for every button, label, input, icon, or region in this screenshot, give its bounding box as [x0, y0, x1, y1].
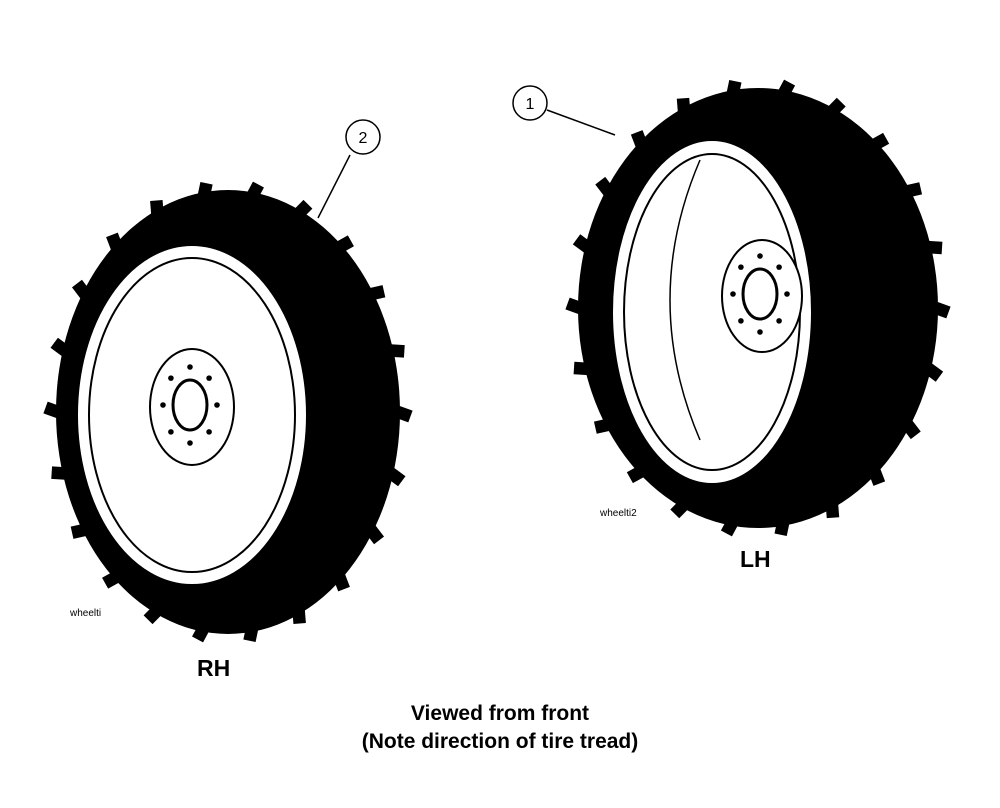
lug-bolt — [776, 264, 782, 270]
lug-bolt — [776, 318, 782, 324]
rh-lug-bolts — [160, 364, 220, 446]
lug-bolt — [738, 264, 744, 270]
caption-line-1: Viewed from front — [410, 702, 590, 725]
lug-bolt — [160, 402, 166, 408]
lug-bolt — [784, 291, 790, 297]
lug-bolt — [187, 364, 193, 370]
lh-file-tag: wheelti2 — [600, 508, 637, 519]
callout-2: 2 — [317, 119, 381, 219]
lh-wheel — [563, 77, 953, 539]
caption: Viewed from front (Note direction of tir… — [0, 700, 1000, 756]
lug-bolt — [206, 429, 212, 435]
lug-bolt — [168, 429, 174, 435]
rh-wheel — [41, 179, 415, 645]
lug-bolt — [738, 318, 744, 324]
callout-2-number: 2 — [359, 130, 368, 147]
rh-side-label: RH — [197, 655, 231, 681]
lh-hub-bore — [741, 267, 779, 321]
rh-file-tag: wheelti — [70, 608, 102, 619]
callout-1-number: 1 — [526, 96, 535, 113]
callout-1: 1 — [512, 85, 616, 136]
lh-side-label: LH — [740, 546, 771, 572]
lug-bolt — [214, 402, 220, 408]
caption-line-2: (Note direction of tire tread) — [361, 730, 639, 753]
lh-dish-edge — [669, 159, 701, 441]
rh-hub-bore — [171, 378, 209, 432]
lug-bolt — [168, 375, 174, 381]
lh-lug-bolts — [730, 253, 790, 335]
lug-bolt — [206, 375, 212, 381]
lug-bolt — [187, 440, 193, 446]
lug-bolt — [730, 291, 736, 297]
lug-bolt — [757, 329, 763, 335]
lug-bolt — [757, 253, 763, 259]
